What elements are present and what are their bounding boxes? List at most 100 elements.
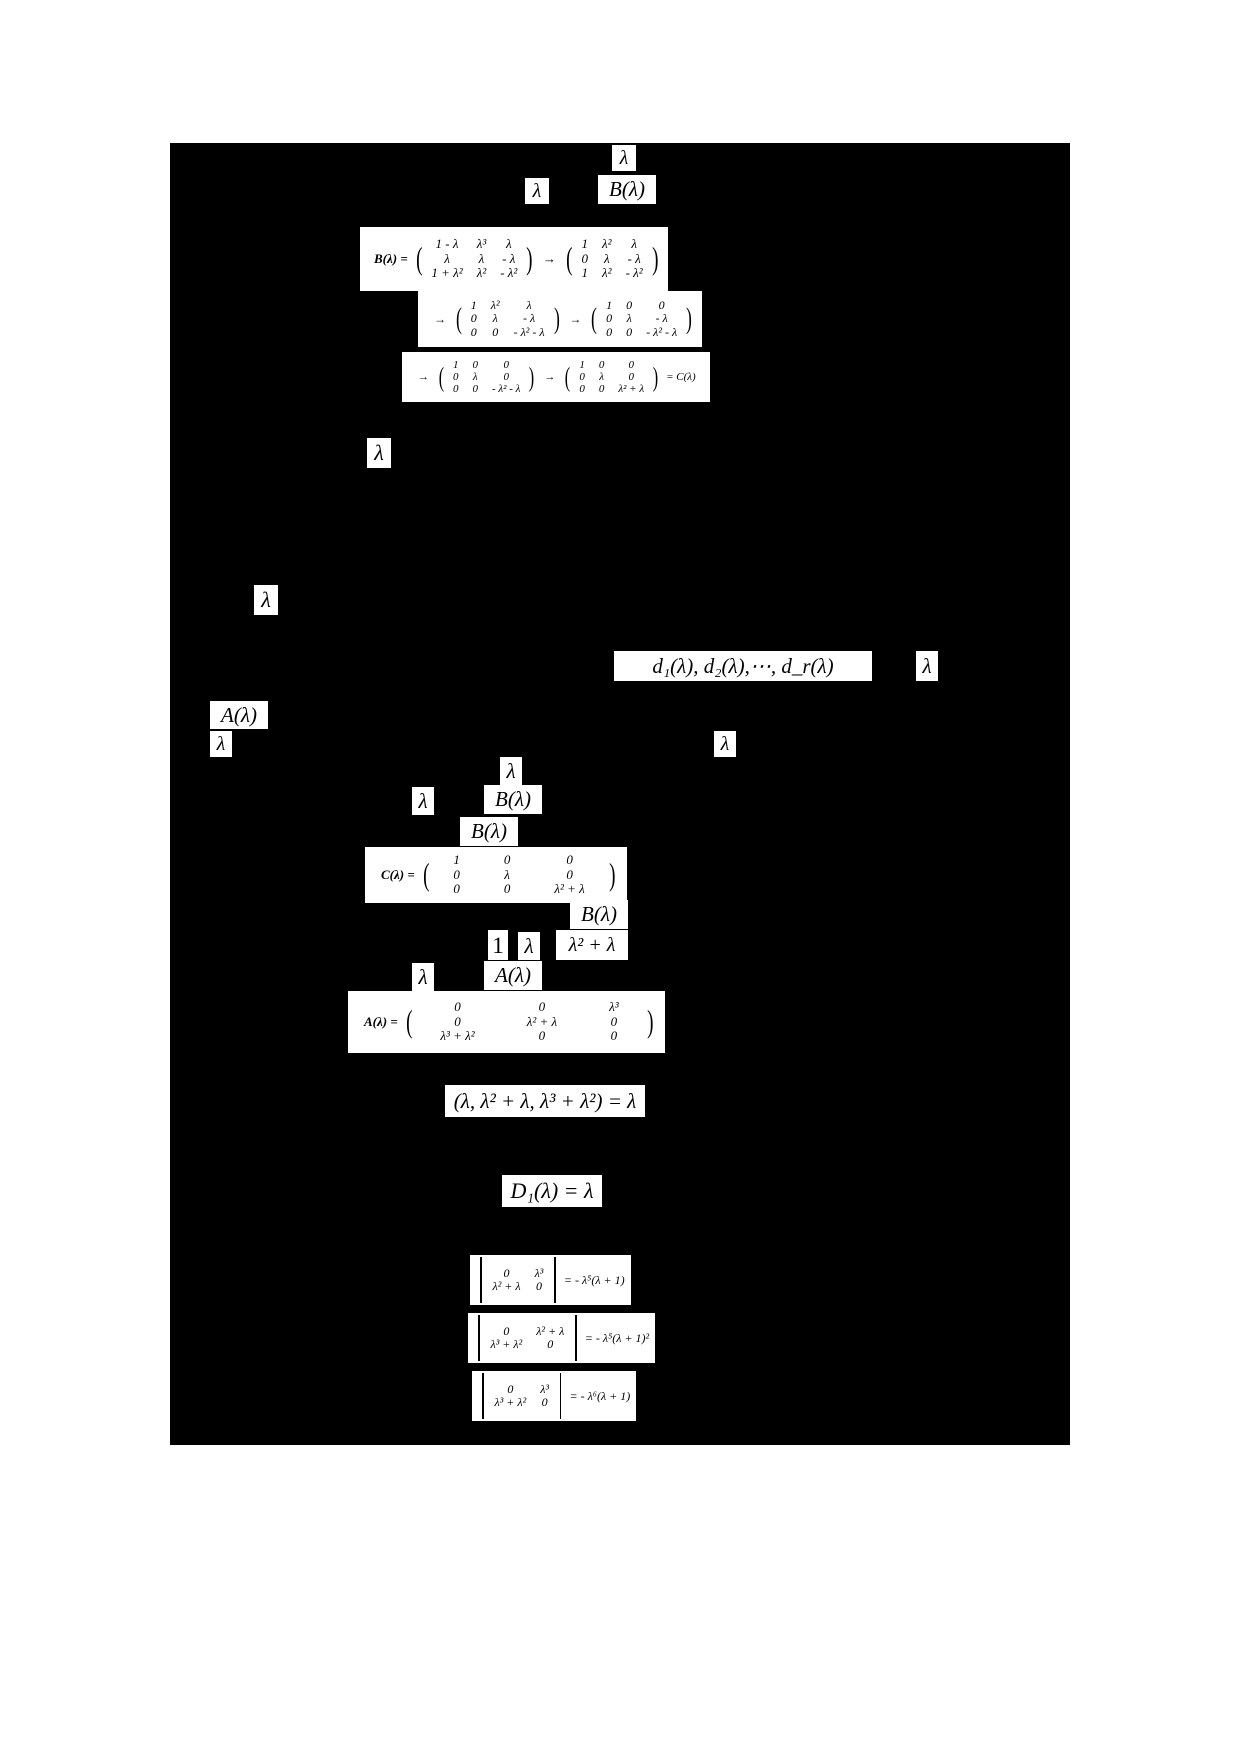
fragment-lambda-8: λ <box>500 757 522 785</box>
matrix-C: 1 0 0 0 λ 0 0 0 λ² + λ <box>431 853 606 897</box>
cell: 0 <box>581 250 589 266</box>
cell: 0 <box>472 383 478 396</box>
cell: 1 + λ² <box>431 265 463 281</box>
bracket-close: ) <box>651 240 659 276</box>
matrix-C-result: 1 0 0 0 λ 0 0 0 λ² + λ <box>572 359 651 396</box>
cell: - λ <box>502 250 516 266</box>
cell: 0 <box>579 383 585 396</box>
arrow-2b: → <box>569 311 582 326</box>
matrix-block-B-reduction-row1: B(λ) = ( 1 - λ λ³ λ λ λ - λ 1 + λ² λ² - … <box>360 227 669 291</box>
cell: λ² <box>476 265 487 281</box>
matrix-B-original: 1 - λ λ³ λ λ λ - λ 1 + λ² λ² - λ² <box>424 237 524 281</box>
cell: 0 <box>503 358 509 371</box>
bracket-open: ( <box>455 302 462 335</box>
cell: 1 <box>470 297 477 312</box>
cell: 0 <box>610 1013 618 1029</box>
cell: λ <box>599 370 604 383</box>
cell: - λ <box>522 311 536 326</box>
cell: λ <box>603 250 610 266</box>
cell: 0 <box>454 1013 461 1029</box>
determinant-3-matrix: 0 λ³ λ³ + λ² 0 <box>488 1381 556 1410</box>
cell: λ² + λ <box>526 1013 558 1029</box>
fragment-lambda-9: λ <box>412 787 434 815</box>
bracket-close: ) <box>526 240 533 276</box>
bracket-open: ( <box>422 856 430 892</box>
matrix-B-step1: 1 λ² λ 0 λ - λ 1 λ² - λ² <box>575 237 650 281</box>
cell: 0 <box>626 324 633 339</box>
cell: λ <box>492 311 498 326</box>
bracket-open: ( <box>438 361 445 392</box>
cell: 0 <box>503 852 511 868</box>
bracket-close: ) <box>553 302 560 335</box>
cell: λ <box>526 297 532 312</box>
cell: - λ² - λ <box>646 324 678 339</box>
cell: 0 <box>606 324 613 339</box>
cell: λ² + λ <box>618 383 645 396</box>
cell: 1 - λ <box>435 236 459 252</box>
cell: 1 <box>579 358 585 371</box>
cell: λ² <box>602 236 612 252</box>
cell: λ <box>631 236 637 252</box>
arrow-2a: → <box>434 311 446 326</box>
cell: λ³ <box>534 1265 544 1280</box>
matrix-label-B: B(λ) = <box>374 251 408 266</box>
cell: 0 <box>566 852 573 868</box>
cell: 0 <box>503 1323 510 1338</box>
det-bar-left <box>482 1373 484 1419</box>
bracket-open: ( <box>565 361 571 392</box>
matrix-result-label-C: = C(λ) <box>666 371 696 383</box>
cell: 0 <box>610 1028 618 1044</box>
cell: - λ² - λ <box>491 383 521 396</box>
bracket-close: ) <box>686 302 692 335</box>
cell: 0 <box>626 297 633 312</box>
matrix-label-A: A(λ) = <box>364 1014 398 1029</box>
bracket-open: ( <box>591 302 598 335</box>
cell: λ³ + λ² <box>494 1395 527 1409</box>
determinant-2-value: = - λ⁵(λ + 1)² <box>584 1330 650 1345</box>
determinant-1-value: = - λ⁵(λ + 1) <box>563 1272 625 1287</box>
cell: 0 <box>598 383 605 396</box>
fragment-B-lambda-4: B(λ) <box>570 900 628 929</box>
cell: 0 <box>503 370 509 383</box>
cell: λ² <box>490 297 500 312</box>
cell: λ³ + λ² <box>490 1337 523 1351</box>
cell: λ <box>505 236 512 252</box>
fragment-A-lambda-2: A(λ) <box>484 961 542 990</box>
matrix-B-step3: 1 0 0 0 λ - λ 0 0 - λ² - λ <box>599 297 684 339</box>
matrix-B-step4: 1 0 0 0 λ 0 0 0 - λ² - λ <box>446 359 527 396</box>
determinant-block-3: 0 λ³ λ³ + λ² 0 = - λ⁶(λ + 1) <box>472 1371 637 1421</box>
matrix-label-C: C(λ) = <box>381 867 415 882</box>
fragment-B-lambda-2: B(λ) <box>484 785 542 814</box>
matrix-B-step2: 1 λ² λ 0 λ - λ 0 0 - λ² - λ <box>464 297 552 339</box>
cell: 0 <box>541 1395 548 1409</box>
bracket-close: ) <box>529 361 535 392</box>
cell: 0 <box>470 324 477 339</box>
determinant-block-2: 0 λ² + λ λ³ + λ² 0 = - λ⁵(λ + 1)² <box>468 1313 656 1363</box>
matrix-block-C-lambda: C(λ) = ( 1 0 0 0 λ 0 0 0 λ² + λ ) <box>365 847 628 903</box>
cell: 0 <box>579 370 585 383</box>
fragment-lambda-7: λ <box>714 731 736 757</box>
cell: 1 <box>581 265 589 281</box>
bracket-open: ( <box>415 240 423 276</box>
cell: λ² + λ <box>554 881 585 897</box>
cell: λ² <box>602 265 612 281</box>
arrow-1: → <box>542 251 556 266</box>
arrow-3b: → <box>544 371 556 383</box>
cell: λ² + λ <box>536 1323 565 1338</box>
fragment-lambda-11: λ <box>412 963 434 991</box>
cell: 0 <box>507 1381 514 1396</box>
cell: 0 <box>628 370 634 383</box>
cell: 0 <box>453 866 460 882</box>
fragment-invariant-factors: d₁(λ), d₂(λ),⋯, d_r(λ) <box>614 651 872 681</box>
fragment-lambda-4: λ <box>254 585 278 615</box>
det-bar-right <box>554 1257 556 1303</box>
cell: 0 <box>538 1028 546 1044</box>
cell: λ³ + λ² <box>440 1028 475 1044</box>
cell: 0 <box>454 999 461 1015</box>
bracket-close: ) <box>646 1003 654 1039</box>
cell: 0 <box>453 881 460 897</box>
cell: 0 <box>538 999 546 1015</box>
cell: λ³ <box>476 236 487 252</box>
determinant-block-1: 0 λ³ λ² + λ 0 = - λ⁵(λ + 1) <box>470 1255 631 1305</box>
